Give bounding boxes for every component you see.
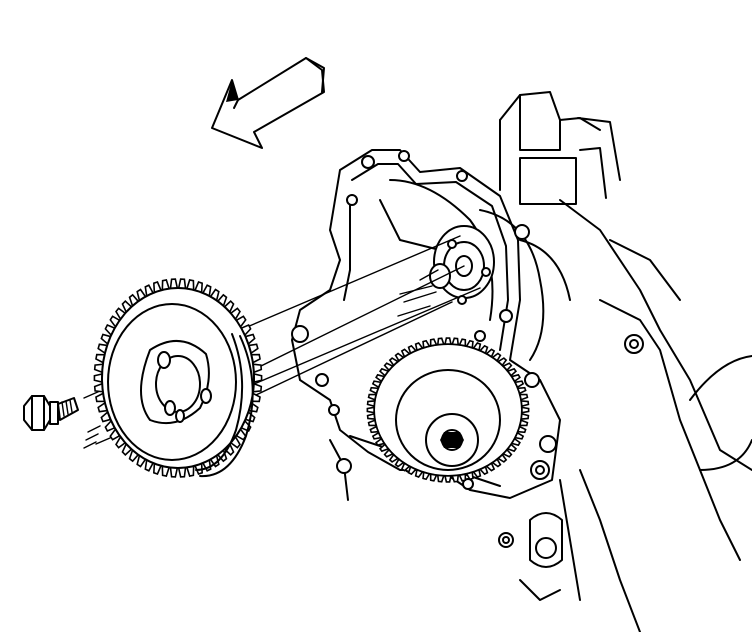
gear-tooth (501, 362, 513, 372)
gear-tooth (371, 431, 382, 440)
gear-tooth (367, 393, 378, 401)
gear-tooth (472, 468, 482, 478)
gear-tooth (491, 352, 502, 362)
gear-tooth (516, 425, 527, 434)
gear-tooth (518, 419, 529, 427)
gear-tooth (496, 453, 508, 463)
gear-tooth (436, 337, 445, 346)
gear-tooth (451, 337, 460, 346)
gear-tooth (383, 362, 395, 372)
gear-tooth (465, 471, 474, 481)
gear-tooth (422, 471, 431, 481)
gear-tooth (378, 443, 390, 453)
camshaft-hub (397, 225, 495, 317)
gear-tooth (485, 348, 496, 358)
gear-tooth (491, 458, 502, 468)
gear-tooth (514, 380, 525, 389)
gear-tooth (429, 473, 438, 482)
gear-tooth (501, 448, 513, 458)
gear-tooth (366, 400, 376, 408)
gear-tooth (478, 465, 489, 476)
gear-tooth (521, 406, 530, 414)
gear-tooth (388, 357, 400, 367)
gear-tooth (414, 468, 424, 478)
gear-tooth (367, 419, 378, 427)
camshaft-gear (93, 278, 263, 478)
gear-tooth (253, 372, 263, 384)
gear-tooth (414, 342, 424, 352)
gear-tooth (394, 352, 405, 362)
gear-tooth (506, 367, 518, 377)
gear-tooth (458, 473, 467, 482)
gear-tooth (506, 443, 518, 453)
gear-tooth (444, 337, 452, 345)
gear-tooth (485, 462, 496, 472)
gear-tooth (394, 458, 405, 468)
gear-tooth (378, 367, 390, 377)
gear-tooth (465, 339, 474, 349)
gear-tooth (407, 465, 418, 476)
gear-tooth (371, 380, 382, 389)
gear-tooth (510, 437, 521, 447)
gear-tooth (375, 437, 386, 447)
gear-tooth (400, 462, 411, 472)
gear-tooth (366, 412, 376, 420)
gear-tooth (444, 475, 452, 483)
gear-tooth (478, 344, 489, 355)
gear-tooth (516, 386, 527, 395)
gear-tooth (510, 373, 521, 383)
gear-bolt-icon (23, 395, 79, 431)
gear-tooth (514, 431, 525, 440)
gear-tooth (375, 373, 386, 383)
gear-tooth (407, 344, 418, 355)
gear-tooth (436, 474, 445, 483)
gear-tooth (366, 406, 375, 414)
gear-tooth (369, 425, 380, 434)
gear-tooth (388, 453, 400, 463)
gear-tooth (472, 342, 482, 352)
gear-tooth (520, 400, 530, 408)
direction-arrow-icon (211, 57, 325, 149)
gear-tooth (369, 386, 380, 395)
gear-tooth (520, 412, 530, 420)
gear-tooth (458, 338, 467, 347)
gear-tooth (383, 448, 395, 458)
gear-tooth (422, 339, 431, 349)
gear-tooth (496, 357, 508, 367)
gear-tooth (518, 393, 529, 401)
gear-tooth (451, 474, 460, 483)
gear-tooth (429, 338, 438, 347)
gear-tooth (93, 372, 103, 384)
balance-shaft-gear (366, 337, 530, 483)
gear-tooth (400, 348, 411, 358)
engine-block (498, 91, 752, 632)
